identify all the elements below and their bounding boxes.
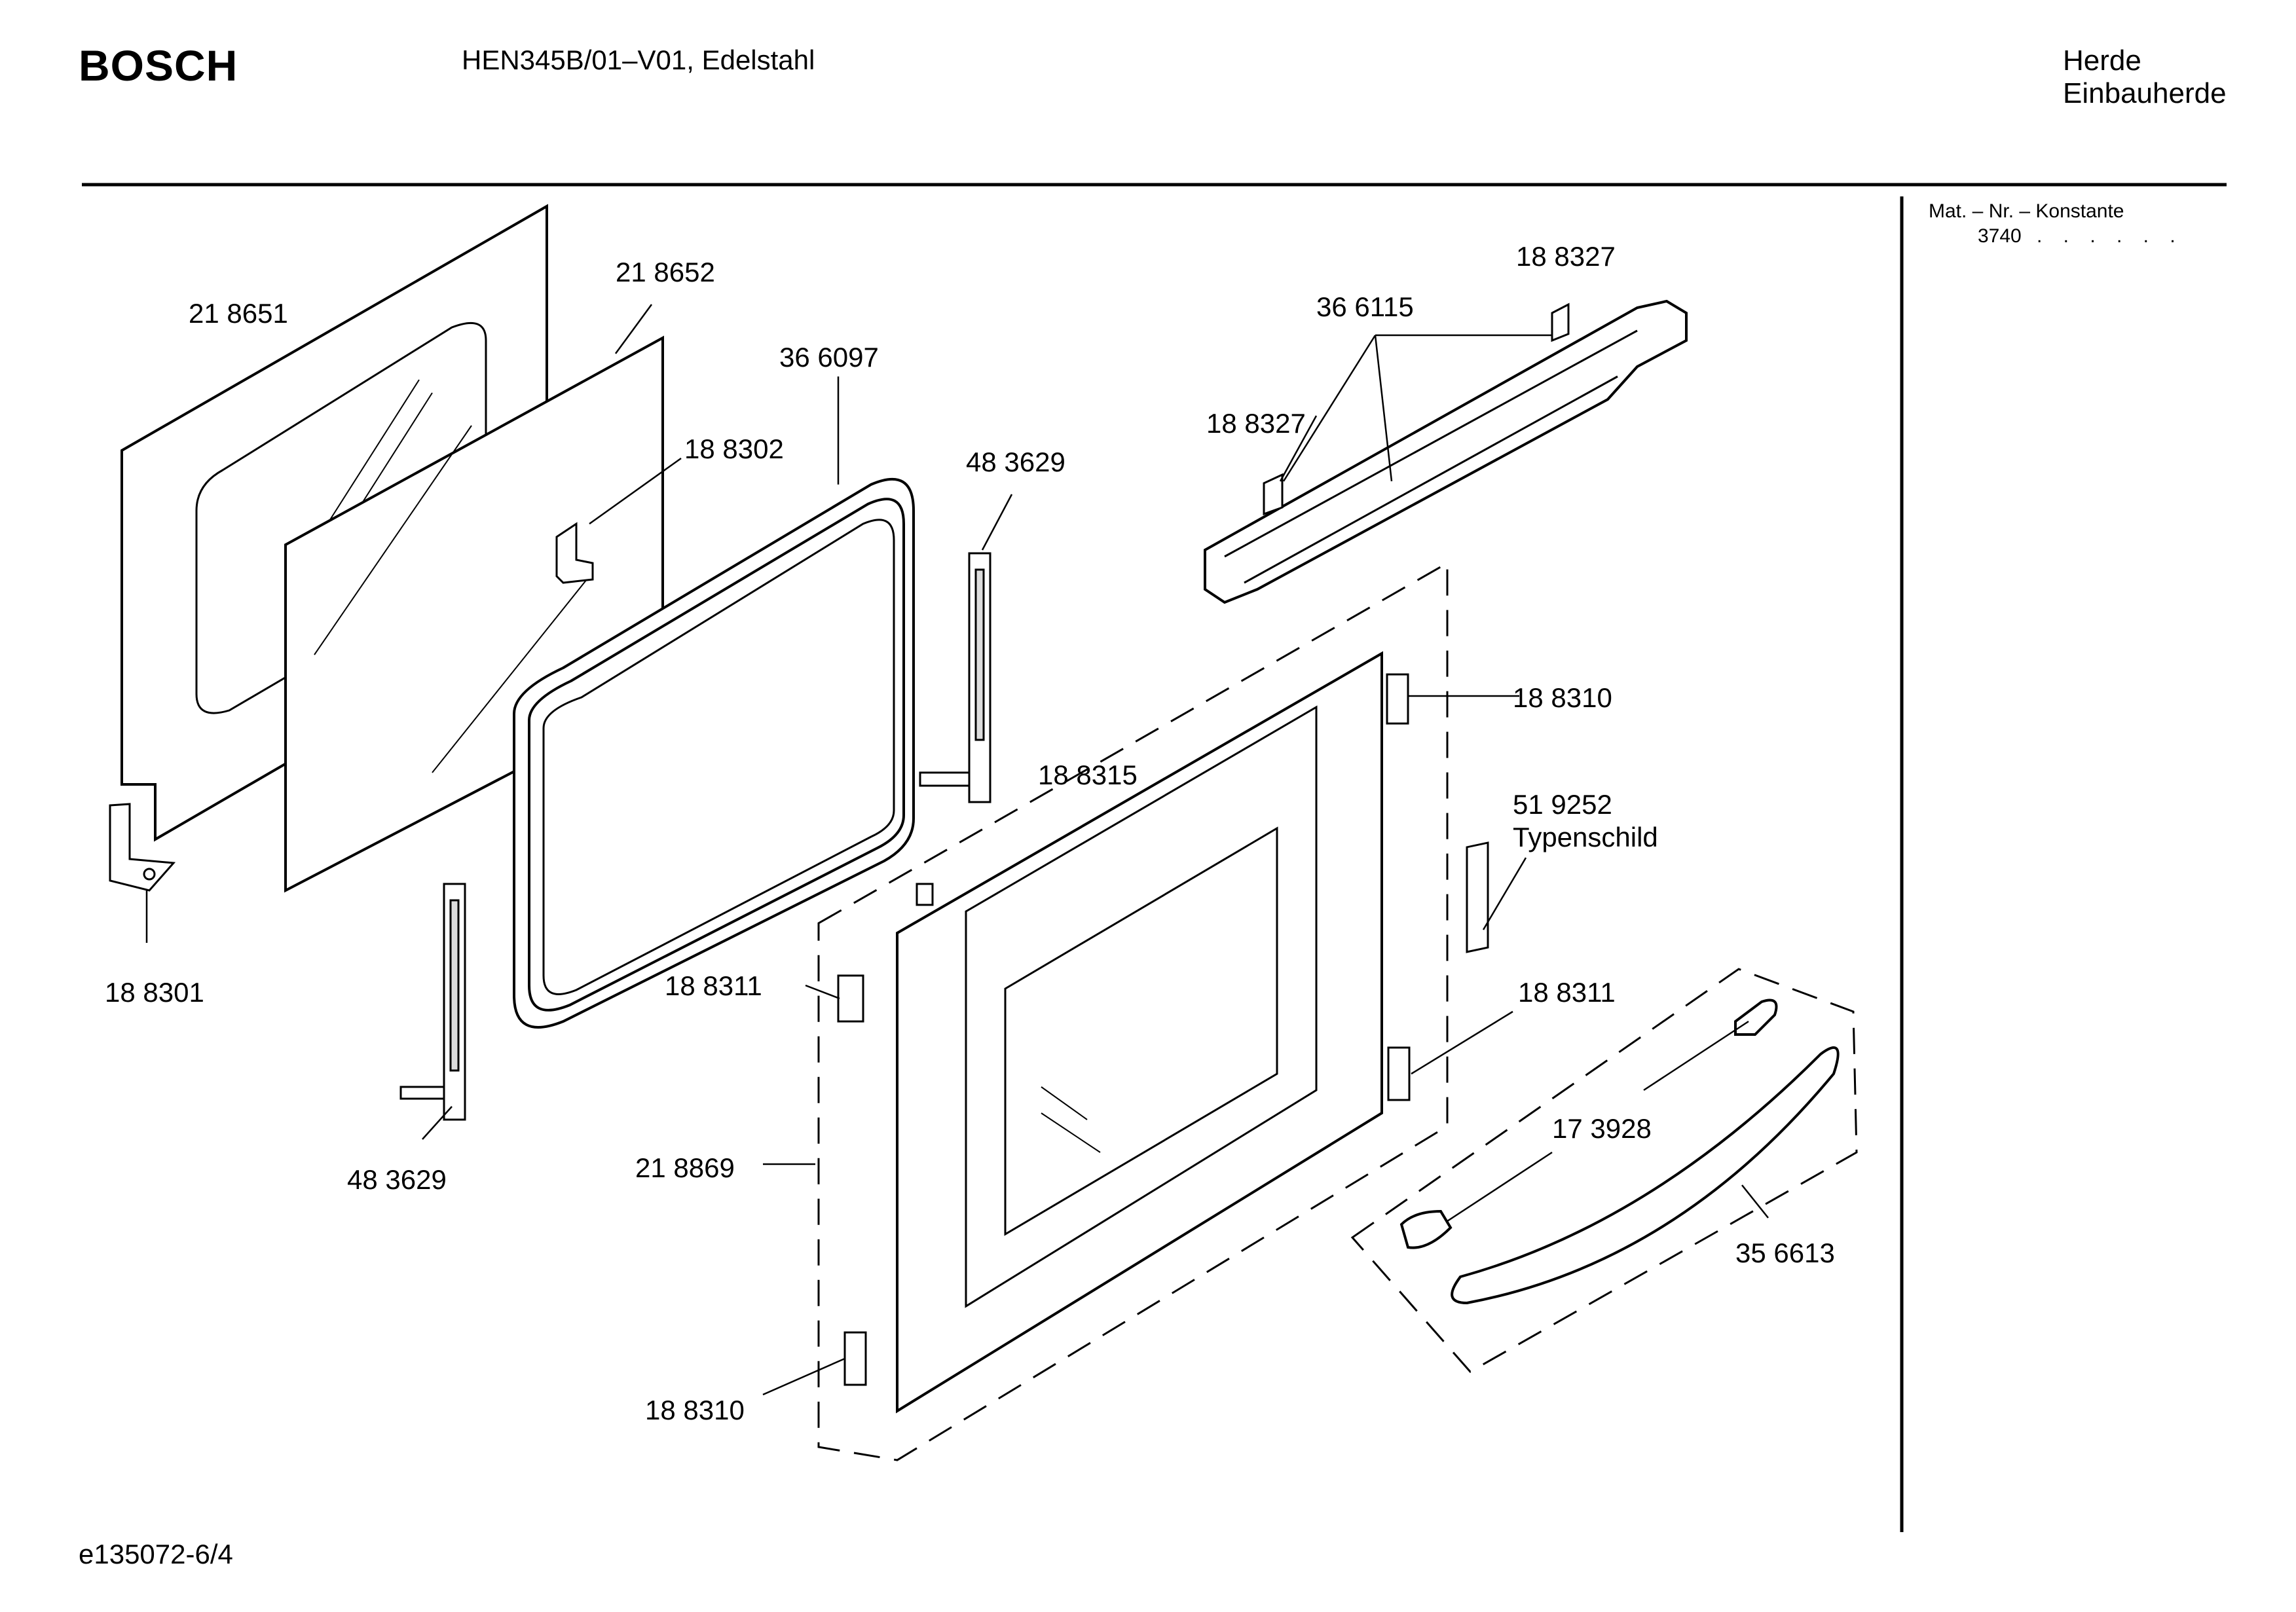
bracket-18-8301 bbox=[109, 803, 176, 892]
part-label-188310-upper: 18 8310 bbox=[1513, 682, 1612, 713]
part-label-483629-upper: 48 3629 bbox=[966, 447, 1065, 477]
part-label-188310-lower: 18 8310 bbox=[645, 1395, 745, 1425]
mat-nr-value: 3740 bbox=[1978, 225, 2022, 247]
document-id: e135072-6/4 bbox=[79, 1539, 233, 1569]
mat-nr-label: Mat. – Nr. – Konstante bbox=[1929, 200, 2124, 222]
part-label-218651: 21 8651 bbox=[189, 298, 288, 329]
clip-18-8311-right bbox=[1387, 1046, 1411, 1101]
part-label-483629-lower: 48 3629 bbox=[347, 1164, 447, 1195]
clip-18-8327-a bbox=[1551, 302, 1570, 342]
assembly-outline bbox=[817, 561, 1449, 1461]
outer-door-panel bbox=[896, 651, 1383, 1414]
top-trim-bar bbox=[1204, 299, 1688, 604]
door-gasket bbox=[513, 477, 915, 1029]
door-handle bbox=[1399, 998, 1840, 1305]
hinge-upper bbox=[919, 552, 991, 803]
part-label-519252: 51 9252 bbox=[1513, 789, 1612, 820]
part-label-188315: 18 8315 bbox=[1038, 760, 1138, 790]
subcategory-label: Einbauherde bbox=[2063, 77, 2227, 109]
part-label-188311-left: 18 8311 bbox=[665, 970, 762, 1001]
mat-nr-dots: . . . . . . bbox=[2037, 225, 2183, 247]
part-label-218652: 21 8652 bbox=[616, 257, 715, 287]
part-label-188302: 18 8302 bbox=[684, 433, 784, 464]
clip-18-8310-upper bbox=[1386, 673, 1409, 725]
handle-outline bbox=[1350, 968, 1858, 1373]
part-label-173928: 17 3928 bbox=[1552, 1113, 1652, 1144]
category-label: Herde bbox=[2063, 45, 2141, 77]
part-label-188301: 18 8301 bbox=[105, 977, 204, 1008]
brand-logo: BOSCH bbox=[79, 41, 238, 90]
part-label-366097: 36 6097 bbox=[779, 342, 879, 373]
part-label-366115: 36 6115 bbox=[1316, 291, 1414, 322]
part-label-typenschild: Typenschild bbox=[1513, 822, 1658, 852]
part-label-188327-left: 18 8327 bbox=[1206, 408, 1306, 439]
clip-18-8311-left bbox=[837, 974, 864, 1023]
leader-lines bbox=[145, 304, 1769, 1396]
part-label-188327-top: 18 8327 bbox=[1516, 241, 1616, 272]
clip-18-8327-b bbox=[1263, 473, 1284, 516]
bracket-18-8302 bbox=[555, 522, 594, 584]
clip-18-8315 bbox=[916, 883, 934, 906]
model-title: HEN345B/01–V01, Edelstahl bbox=[462, 45, 815, 75]
part-label-218869: 21 8869 bbox=[635, 1152, 735, 1183]
clip-18-8310-lower bbox=[843, 1331, 867, 1386]
part-label-356613: 35 6613 bbox=[1735, 1237, 1835, 1268]
rating-plate bbox=[1466, 841, 1489, 953]
hinge-lower bbox=[399, 883, 466, 1121]
part-label-188311-right: 18 8311 bbox=[1518, 977, 1616, 1008]
